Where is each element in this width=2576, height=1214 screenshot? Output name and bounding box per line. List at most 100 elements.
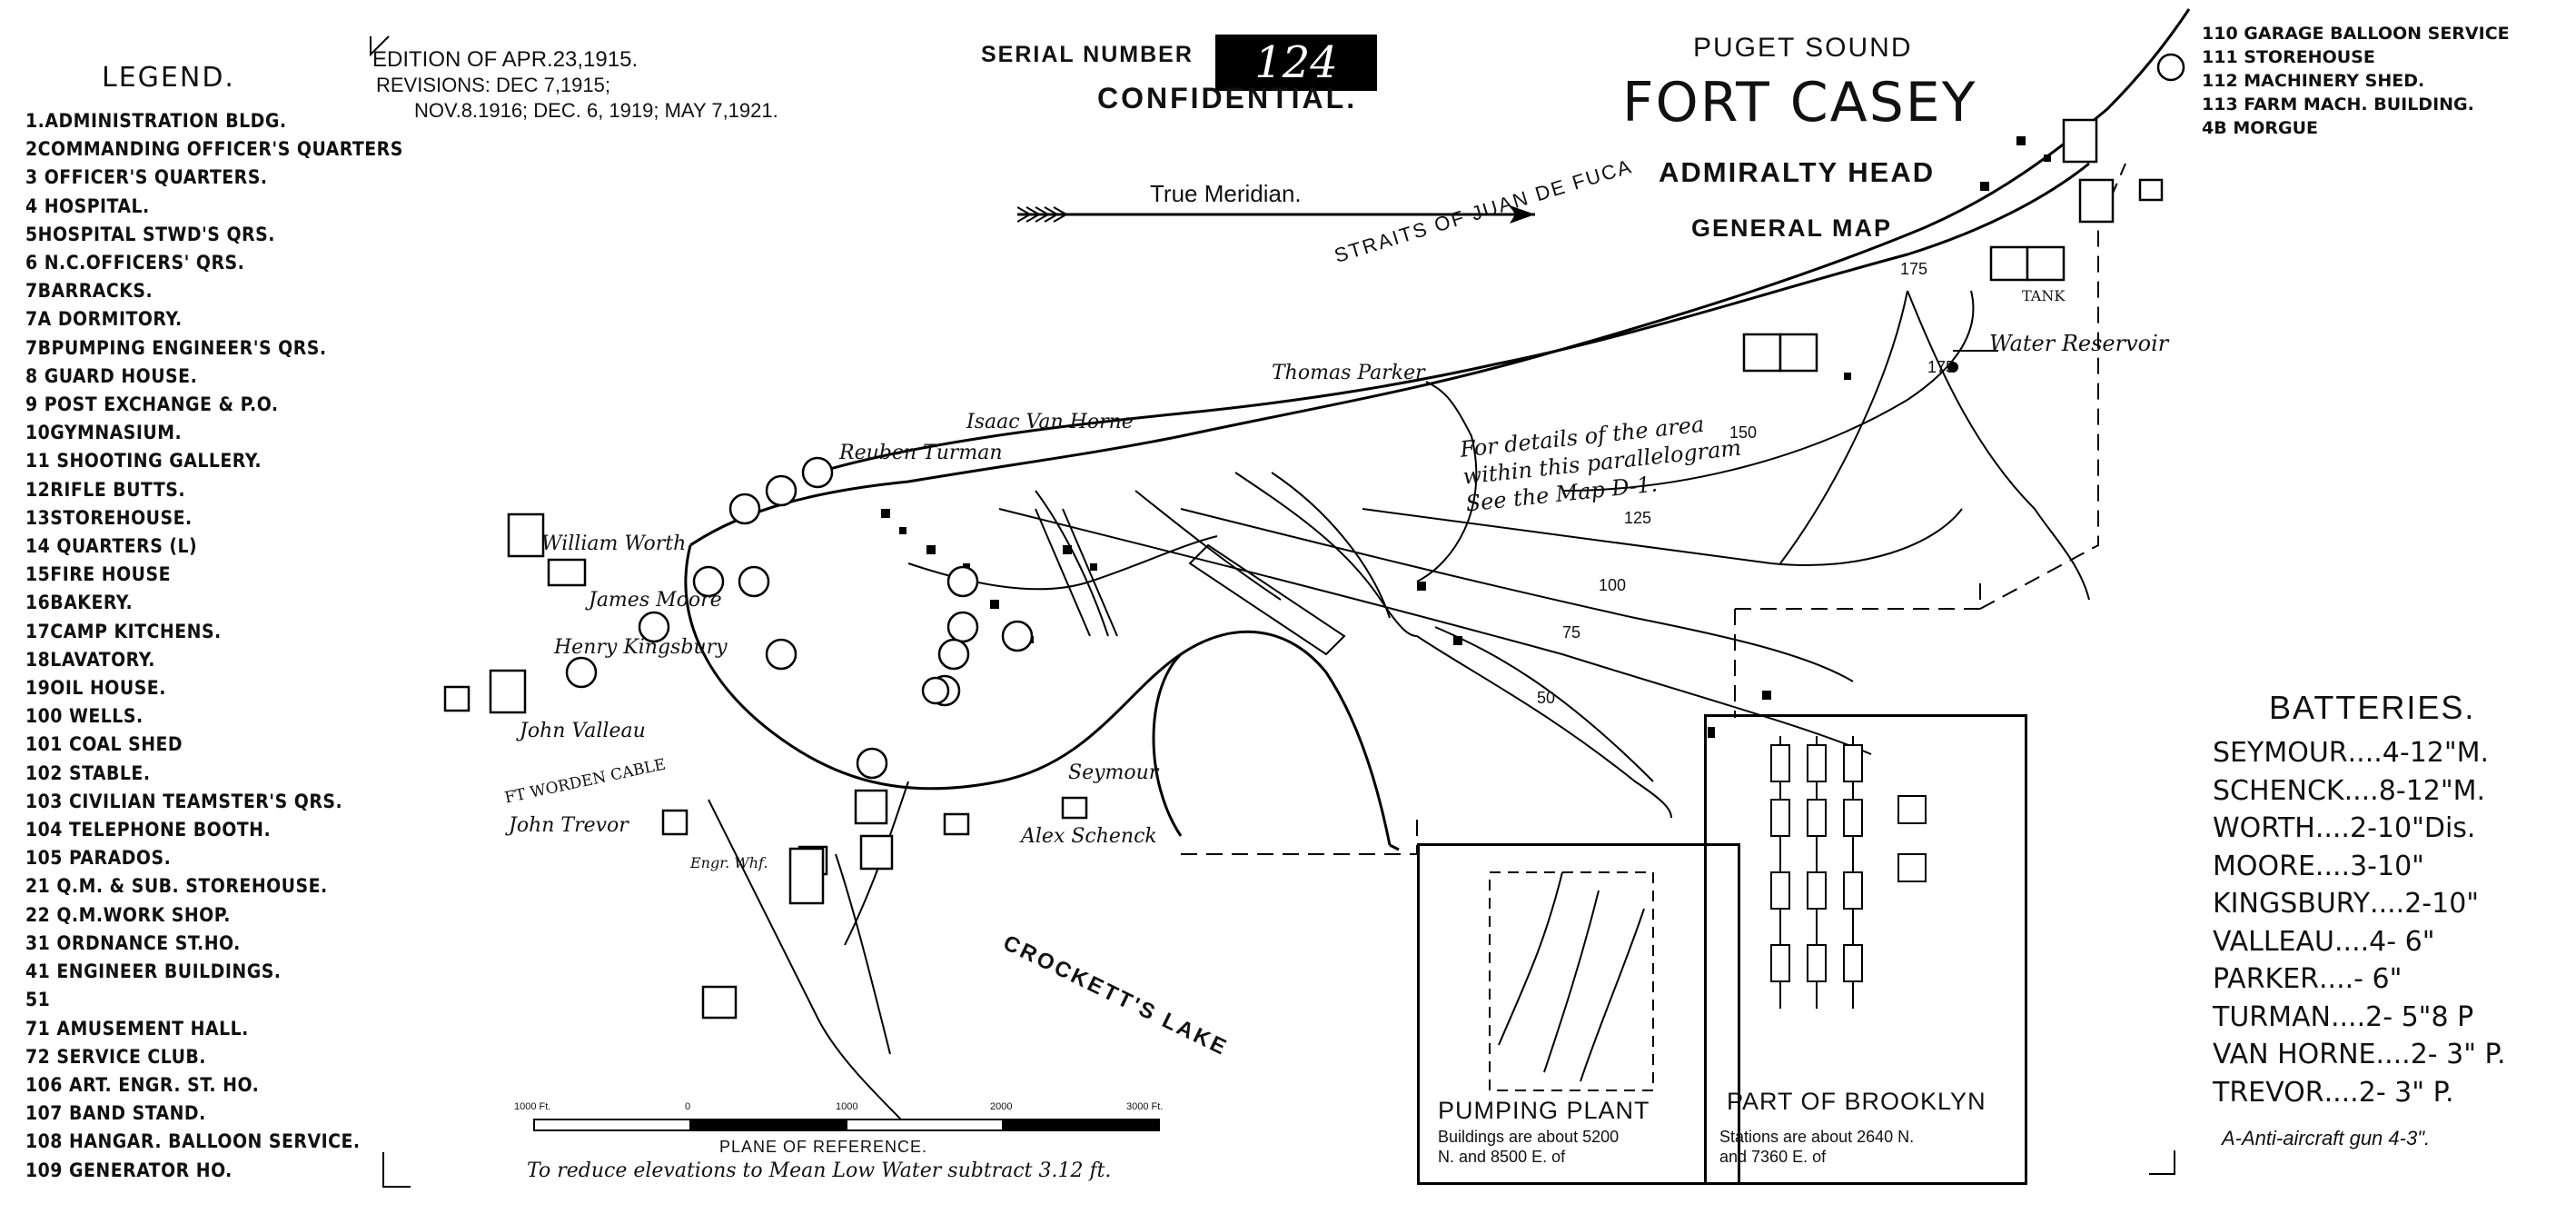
legend-item: 21 Q.M. & SUB. STOREHOUSE. <box>25 875 328 898</box>
legend-item: 107 BAND STAND. <box>25 1102 206 1125</box>
legend-item: 8 GUARD HOUSE. <box>25 364 198 387</box>
legend-item: 109 GENERATOR HO. <box>25 1159 233 1181</box>
battery-name: MOORE <box>2213 850 2315 882</box>
anti-aircraft-note: A-Anti-aircraft gun 4-3". <box>2222 1127 2431 1149</box>
revisions-line: REVISIONS: DEC 7,1915; <box>376 74 610 96</box>
contour-label: 175 <box>1900 260 1928 278</box>
inset-part-of-brooklyn: PART OF BROOKLYN Stations are about 2640… <box>1704 714 2027 1185</box>
battery-row: SCHENCK....8-12"M. <box>2213 772 2506 811</box>
extra-legend-item: 113 FARM MACH. BUILDING. <box>2202 95 2474 114</box>
scale-tick: 1000 Ft. <box>514 1101 551 1112</box>
battery-row: KINGSBURY....2-10" <box>2213 885 2506 923</box>
label-tank: TANK <box>2022 287 2066 304</box>
region-label: PUGET SOUND <box>1693 33 1913 63</box>
label-seymour: Seymour <box>1068 761 1159 784</box>
extra-legend-item: 112 MACHINERY SHED. <box>2202 71 2425 91</box>
battery-row: MOORE....3-10" <box>2213 848 2506 886</box>
map-subtitle: ADMIRALTY HEAD <box>1659 156 1936 188</box>
label-engr-whf: Engr. Whf. <box>690 854 768 871</box>
contour-label: 50 <box>1537 689 1556 707</box>
battery-row: SEYMOUR....4-12"M. <box>2213 734 2506 772</box>
batteries-list: SEYMOUR....4-12"M.SCHENCK....8-12"M.WORT… <box>2213 734 2506 1111</box>
legend-item: 5HOSPITAL STWD'S QRS. <box>25 223 275 245</box>
battery-name: WORTH <box>2213 812 2315 844</box>
battery-armament: 2-10"Dis. <box>2349 812 2476 844</box>
extra-legend: 110 GARAGE BALLOON SERVICE 111 STOREHOUSE… <box>2202 22 2510 140</box>
legend-item: 14 QUARTERS (L) <box>25 535 198 558</box>
plane-of-reference: PLANE OF REFERENCE. <box>719 1138 928 1156</box>
legend-item: 103 CIVILIAN TEAMSTER'S QRS. <box>25 790 343 812</box>
legend-item: 72 SERVICE CLUB. <box>25 1045 206 1068</box>
legend-item: 104 TELEPHONE BOOTH. <box>25 819 272 841</box>
extra-legend-item: 111 STOREHOUSE <box>2202 47 2375 67</box>
legend-item: 6 N.C.OFFICERS' QRS. <box>25 252 245 274</box>
label-isaac-van-horne: Isaac Van Horne <box>966 411 1134 433</box>
legend-item: 105 PARADOS. <box>25 847 172 870</box>
legend-item: 19OIL HOUSE. <box>25 677 166 700</box>
meridian-arrow-icon <box>1017 205 1535 224</box>
legend-item: 3 OFFICER'S QUARTERS. <box>25 166 268 189</box>
inset-note: Buildings are about 5200 <box>1438 1128 1620 1146</box>
label-alex-schenck: Alex Schenck <box>1021 825 1157 848</box>
label-thomas-parker: Thomas Parker <box>1272 362 1425 384</box>
legend-item: 13STOREHOUSE. <box>25 506 193 529</box>
legend-item: 7bPUMPING ENGINEER'S QRS. <box>25 336 327 359</box>
label-henry-kingsbury: Henry Kingsbury <box>554 636 728 659</box>
battery-armament: 2- 3" P. <box>2410 1039 2506 1070</box>
scale-tick: 2000 <box>990 1101 1013 1112</box>
legend-item: 4 HOSPITAL. <box>25 194 150 217</box>
battery-name: SEYMOUR <box>2213 737 2348 769</box>
battery-name: PARKER <box>2213 963 2320 995</box>
battery-row: VALLEAU....4- 6" <box>2213 923 2506 961</box>
legend-item: 16BAKERY. <box>25 592 134 614</box>
extra-legend-item: 110 GARAGE BALLOON SERVICE <box>2202 24 2510 44</box>
legend-item: 31 ORDNANCE ST.HO. <box>25 931 241 954</box>
battery-armament: 3-10" <box>2350 850 2424 882</box>
contour-label: 175 <box>1927 358 1956 376</box>
scale-tick: 0 <box>685 1101 691 1112</box>
battery-row: VAN HORNE....2- 3" P. <box>2213 1036 2506 1074</box>
label-william-worth: William Worth <box>541 532 687 555</box>
contour-label: 100 <box>1599 576 1627 594</box>
leader-dots: .... <box>2347 737 2383 769</box>
inset-pumping-plant: PUMPING PLANT Buildings are about 5200 N… <box>1417 843 1740 1185</box>
legend-item: 100 WELLS. <box>25 705 144 728</box>
legend-list: 1.ADMINISTRATION BLDG.2COMMANDING OFFICE… <box>25 107 452 1185</box>
serial-label: SERIAL NUMBER <box>981 42 1194 67</box>
contour-label: 150 <box>1729 423 1758 442</box>
legend-item: 102 STABLE. <box>25 761 151 784</box>
battery-name: VALLEAU <box>2213 925 2334 958</box>
battery-row: TREVOR....2- 3" P. <box>2213 1074 2506 1112</box>
battery-row: WORTH....2-10"Dis. <box>2213 810 2506 848</box>
leader-dots: .... <box>2314 850 2351 882</box>
battery-name: SCHENCK <box>2213 774 2344 807</box>
leader-dots: .... <box>2334 925 2370 958</box>
label-john-trevor: John Trevor <box>509 814 629 837</box>
elevation-note: To reduce elevations to Mean Low Water s… <box>527 1159 1112 1182</box>
battery-armament: 4-12"M. <box>2382 737 2490 769</box>
contour-label: 75 <box>1562 623 1581 642</box>
legend-item: 51 <box>25 989 51 1011</box>
inset-note: and 7360 E. of <box>1719 1148 1827 1166</box>
label-reuben-turman: Reuben Turman <box>839 442 1003 464</box>
legend-item: 9 POST EXCHANGE & P.O. <box>25 393 279 416</box>
scale-tick: 1000 <box>836 1101 858 1112</box>
legend-item: 11 SHOOTING GALLERY. <box>25 450 263 473</box>
leader-dots: .... <box>2375 1039 2411 1070</box>
edition-line: EDITION OF APR.23,1915. <box>372 47 639 72</box>
battery-armament: 2- 5"8 P <box>2365 1000 2474 1033</box>
legend-item: 1.ADMINISTRATION BLDG. <box>25 110 287 132</box>
legend-item: 10GYMNASIUM. <box>25 422 183 444</box>
battery-armament: - 6" <box>2353 963 2403 995</box>
legend-item: 7a DORMITORY. <box>25 308 183 331</box>
scale-tick: 3000 Ft. <box>1126 1101 1164 1112</box>
legend-item: 101 COAL SHED <box>25 733 183 756</box>
inset-note: N. and 8500 E. of <box>1438 1148 1566 1166</box>
coastline <box>689 8 2191 547</box>
legend-item: 106 ART. ENGR. ST. HO. <box>25 1073 260 1096</box>
legend-item: 12RIFLE BUTTS. <box>25 478 186 501</box>
contour-label: 125 <box>1624 509 1652 527</box>
legend-item: 22 Q.M.WORK SHOP. <box>25 903 231 926</box>
leader-dots: .... <box>2330 1000 2366 1033</box>
